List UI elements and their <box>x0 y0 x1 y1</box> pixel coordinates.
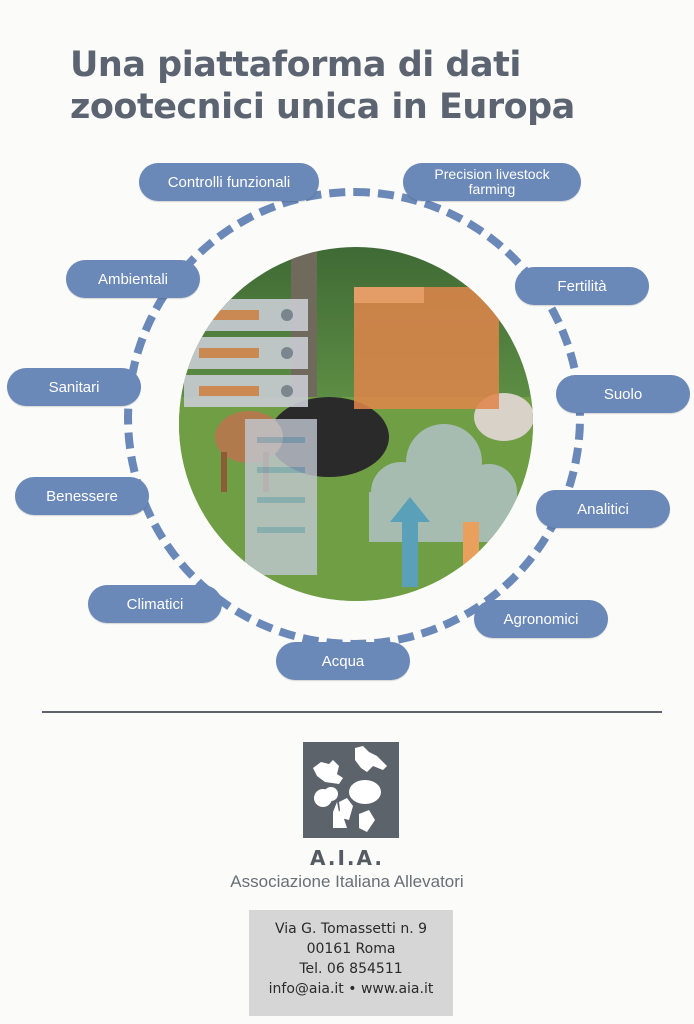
pill-precision-livestock-farming: Precision livestock farming <box>403 163 581 201</box>
address-street: Via G. Tomassetti n. 9 <box>274 921 428 937</box>
pill-benessere: Benessere <box>15 477 149 515</box>
central-illustration <box>179 247 533 601</box>
pill-analitici: Analitici <box>536 490 670 528</box>
database-icon <box>245 419 317 575</box>
pill-controlli-funzionali: Controlli funzionali <box>139 163 319 201</box>
pill-sanitari: Sanitari <box>7 368 141 406</box>
organization-abbreviation: A.I.A. <box>310 846 384 870</box>
pill-climatici: Climatici <box>88 585 222 623</box>
address-city: 00161 Roma <box>306 941 396 957</box>
document-icon <box>354 287 499 409</box>
logo-animals-icon <box>313 746 387 832</box>
livestock-photo-collage <box>179 247 533 601</box>
address-web[interactable]: info@aia.it • www.aia.it <box>268 981 434 997</box>
upload-arrow-icon <box>390 497 430 587</box>
section-divider <box>42 711 662 713</box>
title-line-2: zootecnici unica in Europa <box>70 87 575 127</box>
title-line-1: Una piattaforma di dati <box>70 45 521 85</box>
pill-suolo: Suolo <box>556 375 690 413</box>
farm-animals-logo-icon <box>303 742 399 838</box>
pill-agronomici: Agronomici <box>474 600 608 638</box>
address-block: Via G. Tomassetti n. 9 00161 Roma Tel. 0… <box>249 910 453 1016</box>
cloud-icon <box>369 424 517 542</box>
pill-acqua: Acqua <box>276 642 410 680</box>
address-phone: Tel. 06 854511 <box>299 961 403 977</box>
organization-name: Associazione Italiana Allevatori <box>230 872 464 891</box>
pill-ambientali: Ambientali <box>66 260 200 298</box>
pill-fertilita: Fertilità <box>515 267 649 305</box>
page-title: Una piattaforma di dati zootecnici unica… <box>70 44 575 128</box>
